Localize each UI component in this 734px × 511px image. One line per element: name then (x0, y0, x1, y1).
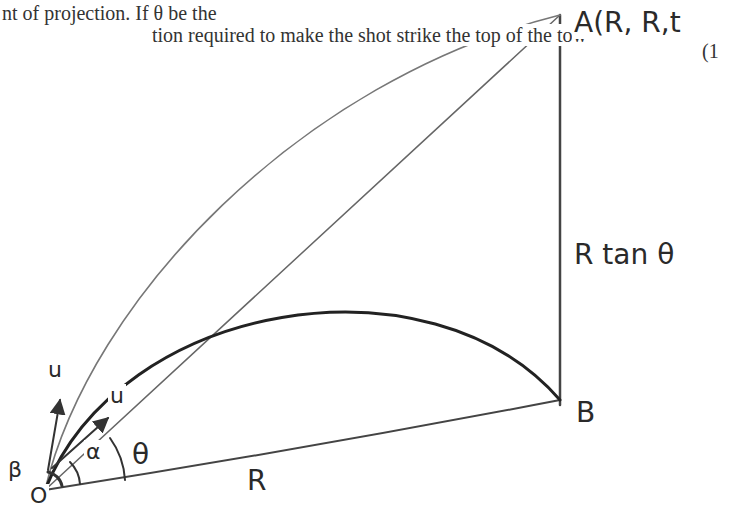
angle-label: β (6, 458, 24, 482)
mark-number: (1 (700, 40, 721, 62)
velocity-arrow (48, 400, 60, 470)
angle-arc (48, 472, 62, 486)
angle-arc (110, 438, 125, 480)
ground-line (45, 400, 560, 490)
angle-label: θ (130, 440, 151, 471)
question-text: nt of projection. If θ be the (0, 2, 219, 24)
upper-trajectory (45, 15, 560, 490)
speed-label: u (46, 358, 64, 382)
lower-trajectory (45, 312, 560, 490)
angle-label: α (84, 440, 103, 464)
point-label: B (574, 398, 597, 429)
point-label: A(R, R,t (572, 8, 683, 39)
tower-line (559, 15, 562, 405)
point-label: O (28, 484, 49, 508)
speed-label: u (108, 384, 126, 408)
sight-line (45, 15, 560, 490)
question-text: tion required to make the shot strike th… (150, 24, 589, 46)
angle-arc (70, 462, 80, 484)
distance-label: R (245, 466, 268, 497)
height-label: R tan θ (572, 240, 676, 271)
velocity-arrow (52, 418, 108, 468)
